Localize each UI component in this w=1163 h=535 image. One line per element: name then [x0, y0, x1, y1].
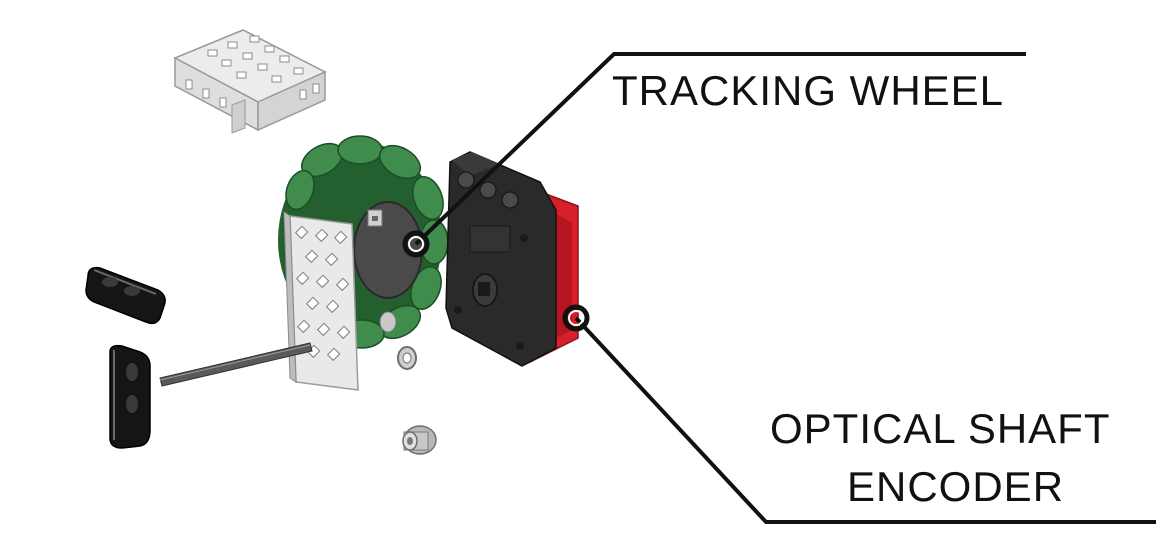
spacer-top	[85, 266, 166, 325]
encoder-leader	[574, 316, 1156, 524]
shaft	[159, 342, 313, 387]
optical-shaft-encoder-label-line1: OPTICAL SHAFT	[770, 405, 1111, 452]
bearing	[402, 425, 437, 455]
tracking-wheel-marker	[402, 230, 430, 258]
c-channel	[173, 29, 327, 134]
washer	[397, 346, 417, 370]
tracking-wheel-leader	[414, 52, 1026, 246]
tracking-wheel-label: TRACKING WHEEL	[612, 67, 1005, 114]
encoder-marker	[562, 304, 590, 332]
mounting-plate	[283, 211, 359, 391]
optical-shaft-encoder-label-line2: ENCODER	[847, 463, 1065, 510]
optical-shaft-encoder	[445, 151, 579, 367]
spacer-bottom	[109, 344, 151, 449]
